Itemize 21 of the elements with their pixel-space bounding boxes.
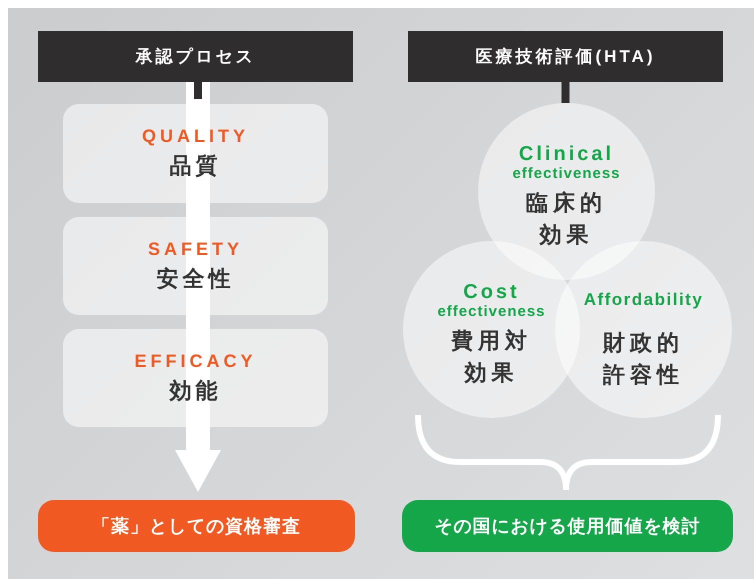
criteria-label: 効能 — [170, 376, 222, 404]
result-pill: 「薬」としての資格審査 — [38, 500, 355, 552]
circle-heading: Cost effectiveness — [436, 281, 547, 321]
criteria-label: 安全性 — [156, 264, 234, 292]
criteria-label: 品質 — [170, 152, 222, 180]
criteria-box — [63, 329, 328, 427]
flow-arrow — [175, 82, 221, 492]
header-bar: 承認プロセス — [38, 31, 353, 82]
circle-label: 費用対効果 — [450, 327, 533, 387]
circle-heading: Affordability — [582, 289, 704, 311]
circle-label: 臨床的効果 — [525, 189, 608, 249]
connector-line — [562, 82, 570, 103]
circle-heading: Clinical effectiveness — [511, 143, 622, 183]
criteria-heading: EFFICACY — [134, 350, 256, 372]
criteria-box — [63, 104, 328, 203]
criteria-heading: SAFETY — [148, 238, 243, 260]
criteria-box — [63, 217, 328, 315]
result-pill: その国における使用価値を検討 — [402, 500, 733, 552]
circle-label: 財政的許容性 — [602, 329, 685, 389]
header-bar: 医療技術評価(HTA) — [408, 31, 723, 82]
criteria-heading: QUALITY — [142, 126, 249, 147]
